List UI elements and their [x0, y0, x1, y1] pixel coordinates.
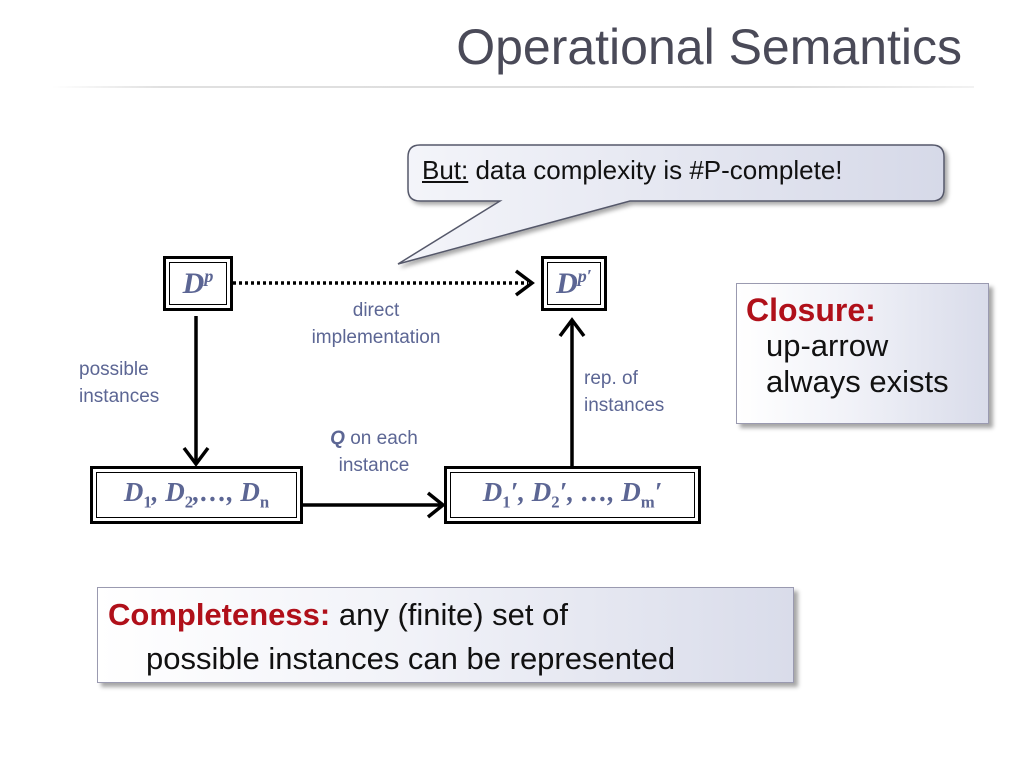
instp-d1: D [482, 477, 503, 508]
inst-sub2: 2 [184, 492, 194, 512]
instp-sep3: ′ [654, 477, 663, 508]
closure-line1: up-arrow [766, 328, 889, 363]
completeness-line2: possible instances can be represented [146, 641, 676, 676]
query-arrow-head [426, 491, 446, 519]
node-dp-prime-base: D [556, 267, 578, 300]
rep-label-line2: instances [584, 395, 665, 416]
completeness-panel: Completeness: any (finite) set of possib… [97, 587, 794, 683]
instp-sep1: ′, [510, 477, 532, 508]
node-dp-base: D [182, 267, 205, 300]
rep-arrow-head [558, 317, 586, 338]
rep-label: rep. of instances [584, 365, 694, 419]
direct-arrow-head [514, 269, 535, 297]
inst-d2: D [165, 477, 185, 508]
completeness-heading: Completeness: [108, 597, 331, 632]
query-label-rest: on each [344, 428, 418, 449]
instp-dm: D [621, 477, 641, 508]
page-title: Operational Semantics [456, 19, 962, 75]
instp-d2: D [531, 477, 552, 508]
query-label-line1: Q on each [304, 425, 444, 452]
node-dp-prime: Dp′ [541, 256, 607, 311]
callout-text: But: data complexity is #P-complete! [422, 155, 937, 186]
node-dp-sup: p [204, 266, 214, 286]
possible-label: possible instances [79, 356, 189, 410]
rep-label-line1: rep. of [584, 368, 638, 389]
node-dp: Dp [163, 256, 233, 311]
completeness-rest: any (finite) set of [330, 597, 569, 632]
inst-sep1: , [151, 477, 166, 508]
inst-dn: D [240, 477, 260, 508]
inst-subn: n [259, 492, 270, 512]
inst-d1: D [123, 477, 144, 508]
inst-sep2: ,…, [193, 477, 241, 508]
direct-label-line2: implementation [311, 327, 441, 348]
query-label: Q on each instance [304, 425, 444, 479]
inst-sub1: 1 [143, 492, 152, 512]
callout-but: But: [422, 155, 469, 185]
callout-bubble [397, 144, 945, 265]
direct-label-line1: direct [352, 300, 400, 321]
closure-heading: Closure: [746, 292, 876, 328]
node-dp-prime-sup: p′ [577, 266, 592, 286]
instp-subm: m [640, 492, 655, 512]
closure-line2: always exists [766, 364, 949, 399]
query-label-line2: instance [338, 455, 410, 476]
possible-label-line2: instances [79, 386, 160, 407]
closure-panel: Closure: up-arrow always exists [736, 283, 989, 424]
node-instances: D1, D2,…, Dn [90, 466, 303, 524]
query-symbol: Q [330, 428, 345, 449]
completeness-line1: Completeness: any (finite) set of [108, 596, 793, 640]
callout-message: data complexity is #P-complete! [468, 155, 843, 185]
instp-sub1: 1 [502, 492, 511, 512]
possible-arrow-head [182, 446, 210, 467]
instp-sep2: ′, …, [559, 477, 622, 508]
title-divider [52, 86, 974, 88]
direct-label: direct implementation [280, 297, 472, 351]
instp-sub2: 2 [551, 492, 560, 512]
node-instances-prime: D1′, D2′, …, Dm′ [444, 466, 701, 524]
possible-label-line1: possible [79, 359, 149, 380]
